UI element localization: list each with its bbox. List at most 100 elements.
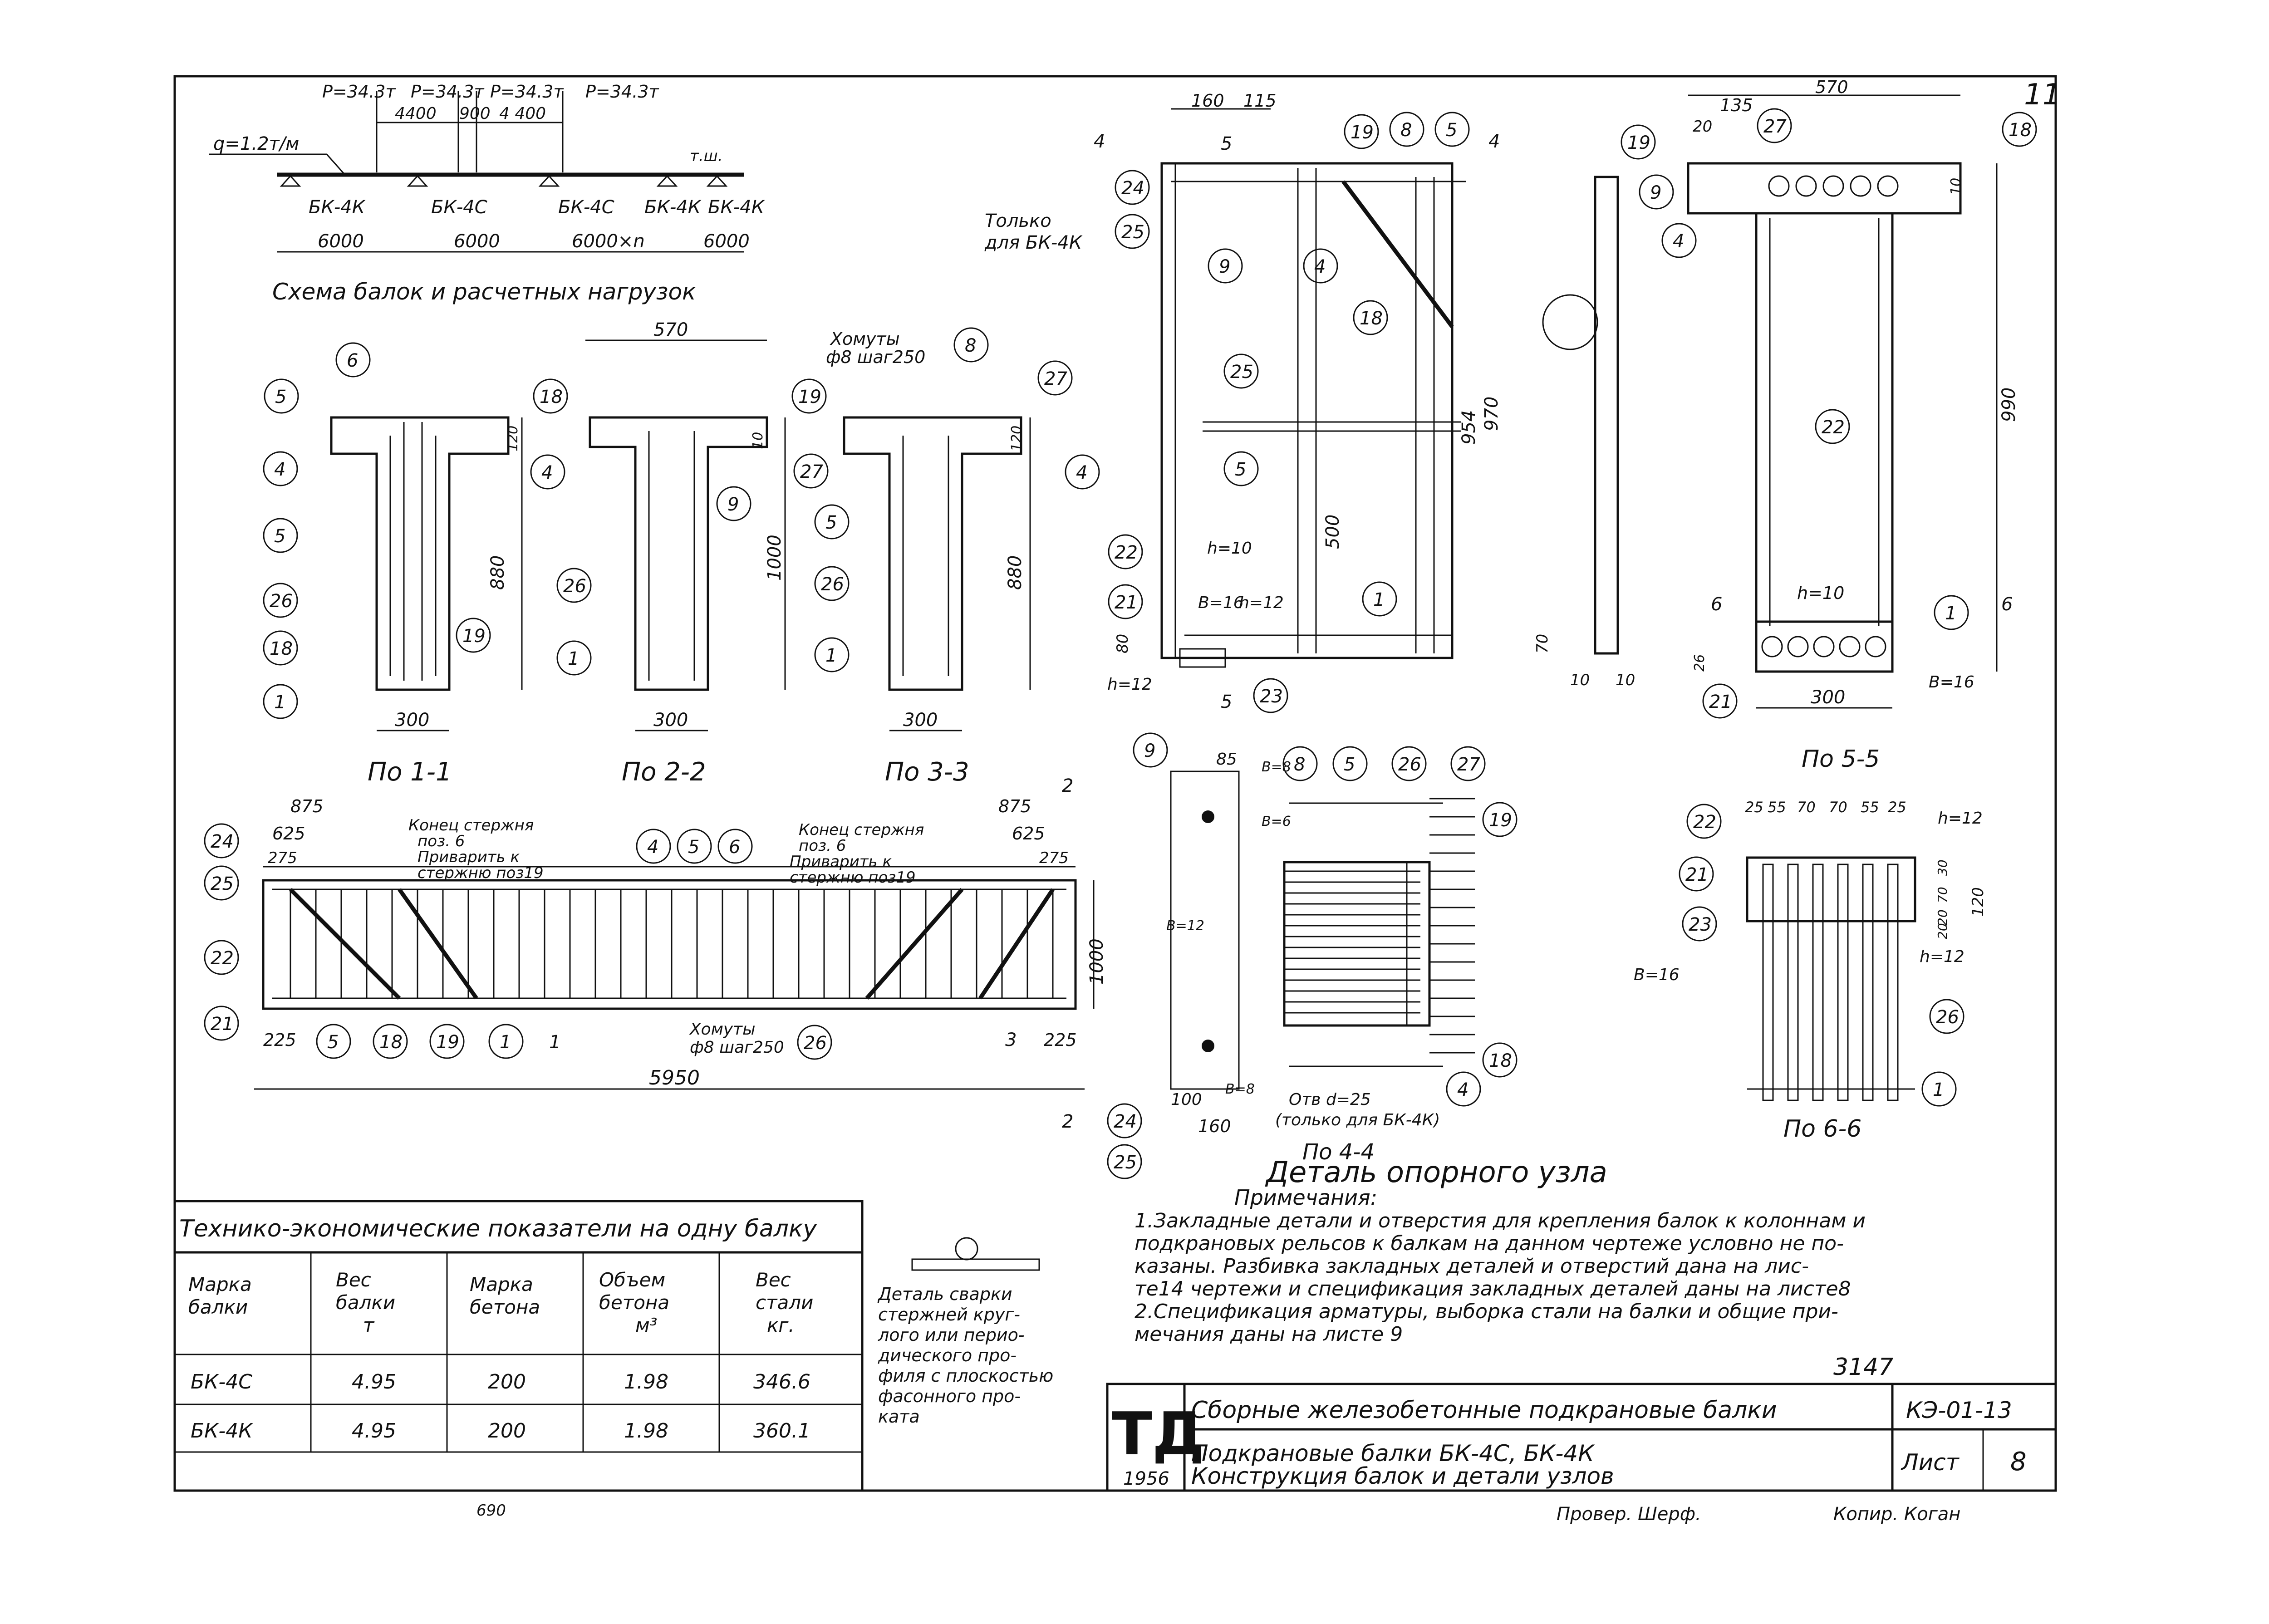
td-1-3: 1.98 <box>624 1419 668 1442</box>
callout-5: 5 <box>275 387 286 407</box>
bar-hole <box>1865 636 1886 657</box>
note-right-3: Приварить к <box>790 853 892 871</box>
bar-hole <box>1850 175 1871 197</box>
section-arrow-5b: 5 <box>1221 692 1232 712</box>
section-arrow-4a: 4 <box>1094 131 1105 152</box>
callout-8: 8 <box>965 335 976 356</box>
callout-1b: 1 <box>568 648 579 669</box>
view66-v30: 30 <box>1935 859 1950 876</box>
weld-line-6: фасонного про- <box>878 1386 1021 1406</box>
callout-27: 27 <box>800 461 823 482</box>
td-0-3: 1.98 <box>624 1370 668 1393</box>
note-right-2: поз. 6 <box>799 837 846 855</box>
view-6-6: 25 55 70 70 55 25 h=12 h=12 B=16 120 30 … <box>1634 799 1987 1143</box>
callout-f4: 4 <box>1673 231 1684 252</box>
support-detail: 160 115 Только для БК-4К 954 970 500 80 … <box>984 91 1635 1189</box>
callout-s1: 1 <box>1373 589 1385 610</box>
view66-dim-6: 25 <box>1888 799 1906 816</box>
checked-by: Провер. Шерф. <box>1557 1504 1701 1525</box>
section-2-2: 570 1000 10 300 По 2-2 <box>585 319 786 787</box>
section-arrow-5a: 5 <box>1221 133 1232 154</box>
view55-dim-300: 300 <box>1811 687 1845 708</box>
callout-19: 19 <box>462 626 486 647</box>
notes-line-2: подкрановых рельсов к балкам на данном ч… <box>1134 1232 1844 1255</box>
callout-v27: 27 <box>1457 754 1480 775</box>
title-sheet-no: 8 <box>2010 1447 2027 1477</box>
view66-caption: По 6-6 <box>1783 1115 1861 1143</box>
bar-hole <box>1768 175 1790 197</box>
notes-line-4: те14 чертежи и спецификация закладных де… <box>1134 1277 1851 1300</box>
view44-b12: B=12 <box>1166 918 1204 934</box>
callout-1c: 1 <box>825 645 837 666</box>
elevation-callouts: 24 25 22 21 5 18 19 1 4 5 6 26 <box>204 823 832 1060</box>
weld-line-4: дического про- <box>878 1345 1017 1365</box>
load-spacing-3: 4 400 <box>499 104 546 123</box>
section-3-caption: По 3-3 <box>885 757 969 787</box>
beam-mark-3: БК-4С <box>558 197 614 218</box>
beam-elevation: 5950 1000 875 625 275 225 875 625 275 22… <box>254 775 1107 1132</box>
elevation-dim-r4: 225 <box>1044 1030 1077 1050</box>
view-66-bars <box>1762 864 1899 1101</box>
span-4: 6000 <box>703 231 750 252</box>
callout-s23: 23 <box>1260 686 1283 707</box>
stirrups-label-top-1: Хомуты <box>830 329 900 349</box>
section-2-caption: По 2-2 <box>622 757 706 787</box>
span-1: 6000 <box>318 231 364 252</box>
elevation-height: 1000 <box>1086 938 1107 985</box>
callout-4b: 4 <box>541 462 553 483</box>
th-volume-3: м³ <box>635 1314 658 1336</box>
callout-e18: 18 <box>379 1032 403 1053</box>
view55-caption: По 5-5 <box>1802 746 1880 773</box>
view55-dim-26: 26 <box>1692 654 1708 672</box>
view-55-holes <box>1761 636 1886 657</box>
callout-v4: 4 <box>1457 1079 1468 1100</box>
stirrups-bottom-1: Хомуты <box>689 1020 756 1039</box>
callout-5b: 5 <box>274 526 285 547</box>
span-3: 6000×n <box>572 231 645 252</box>
support-dim-500: 500 <box>1322 515 1343 549</box>
td-0-1: 4.95 <box>352 1370 396 1393</box>
section-3-height: 880 <box>1005 555 1026 590</box>
callout-s5: 5 <box>1446 120 1457 141</box>
elevation-dim-r2: 625 <box>1012 824 1045 844</box>
th-volume-2: бетона <box>599 1291 669 1314</box>
view55-dim-10: 10 <box>1948 178 1964 195</box>
callout-s9: 9 <box>1219 256 1230 277</box>
support-dim-954: 954 <box>1459 410 1479 445</box>
th-steel-2: стали <box>756 1291 813 1314</box>
note-left-2: поз. 6 <box>417 832 465 850</box>
bar-hole <box>1787 636 1809 657</box>
callout-18: 18 <box>270 638 293 659</box>
span-2: 6000 <box>454 231 500 252</box>
notes-line-5: 2.Спецификация арматуры, выборка стали н… <box>1134 1300 1838 1323</box>
callout-f22: 22 <box>1822 417 1845 438</box>
hole-note-2: (только для БК-4К) <box>1275 1111 1440 1129</box>
rebar-bar <box>1862 864 1874 1101</box>
bar-hole <box>1877 175 1899 197</box>
callout-e4: 4 <box>647 837 658 858</box>
callout-f21: 21 <box>1709 692 1732 712</box>
callout-g22: 22 <box>1693 812 1716 833</box>
title-sheet-2: Конструкция балок и детали узлов <box>1191 1463 1614 1489</box>
weld-line-3: лого или перио- <box>878 1325 1025 1345</box>
title-series: Сборные железобетонные подкрановые балки <box>1191 1397 1777 1424</box>
view66-v70: 70 <box>1935 887 1950 903</box>
view66-b16: B=16 <box>1634 966 1680 984</box>
view55-h10: h=10 <box>1797 583 1844 603</box>
callout-v24: 24 <box>1114 1111 1137 1132</box>
beam-mark-2: БК-4С <box>431 197 487 218</box>
copied-by: Копир. Коган <box>1833 1504 1960 1525</box>
callout-f1: 1 <box>1945 603 1956 624</box>
elevation-dim-l3: 275 <box>268 849 297 867</box>
callout-v18: 18 <box>1489 1050 1512 1071</box>
td-1-1: 4.95 <box>352 1419 396 1442</box>
th-mark-2: балки <box>188 1296 248 1318</box>
view55-dim-990: 990 <box>1999 388 2019 422</box>
td-1-4: 360.1 <box>753 1419 810 1442</box>
callout-e19: 19 <box>436 1032 459 1053</box>
hole-note-1: Отв d=25 <box>1289 1090 1371 1109</box>
support-dim-970: 970 <box>1481 397 1502 431</box>
callout-e25: 25 <box>211 873 234 894</box>
view44-b8b: B=8 <box>1225 1081 1255 1097</box>
callout-f9: 9 <box>1650 182 1661 203</box>
